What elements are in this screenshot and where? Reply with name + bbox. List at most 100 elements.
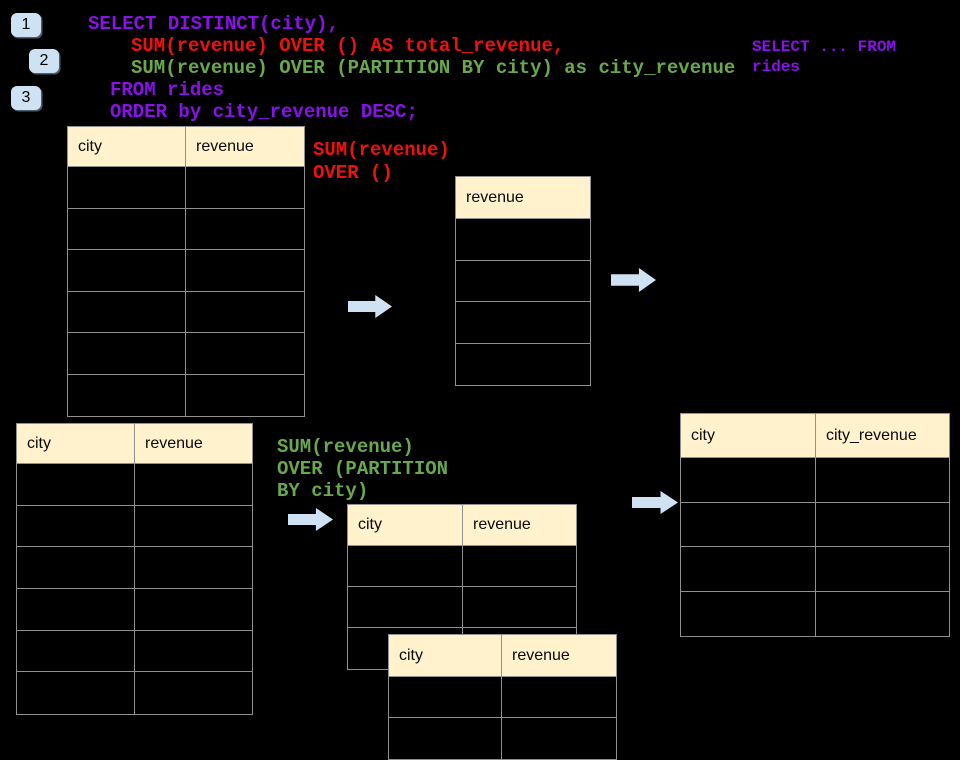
- flow-arrow-icon-top-2: [611, 268, 656, 292]
- step-badge-2: 2: [29, 49, 59, 73]
- empty-cell: [135, 672, 252, 715]
- empty-cell: [389, 677, 502, 718]
- column-header-city: city: [17, 424, 135, 464]
- empty-cell: [348, 546, 463, 587]
- column-header-revenue: revenue: [186, 127, 304, 167]
- table-row: [681, 458, 949, 503]
- empty-cell: [186, 374, 304, 416]
- table-row: [456, 302, 590, 344]
- empty-cell: [186, 208, 304, 250]
- table-row: [456, 343, 590, 385]
- empty-cell: [186, 167, 304, 209]
- empty-cell: [186, 250, 304, 292]
- table-row: [17, 589, 252, 631]
- empty-cell: [17, 672, 135, 715]
- partition-label-line-2: OVER (PARTITION: [277, 458, 449, 480]
- column-header-city_revenue: city_revenue: [816, 414, 949, 458]
- empty-cell: [456, 219, 590, 261]
- empty-cell: [502, 718, 616, 759]
- column-header-revenue: revenue: [456, 177, 590, 219]
- column-header-revenue: revenue: [463, 505, 576, 546]
- table-row: [348, 546, 576, 587]
- empty-cell: [348, 587, 463, 628]
- sql-line-order: ORDER by city_revenue DESC;: [110, 101, 418, 123]
- flow-arrow-icon-bottom-2: [632, 491, 678, 514]
- column-header-revenue: revenue: [502, 635, 616, 677]
- column-header-city: city: [681, 414, 816, 458]
- table-row: [456, 260, 590, 302]
- empty-cell: [456, 302, 590, 344]
- empty-cell: [681, 591, 816, 636]
- empty-cell: [456, 260, 590, 302]
- corner-note-line-1: SELECT ... FROM: [752, 38, 897, 56]
- table-row: [456, 219, 590, 261]
- empty-cell: [816, 458, 949, 503]
- empty-cell: [68, 291, 186, 333]
- empty-cell: [816, 591, 949, 636]
- table-row: [389, 718, 616, 759]
- empty-cell: [135, 589, 252, 631]
- empty-cell: [17, 547, 135, 590]
- table-row: [68, 250, 304, 292]
- step-badge-3: 3: [11, 86, 41, 110]
- table-total-revenue-result: revenue: [455, 176, 591, 386]
- flow-arrow-icon-bottom-1: [288, 508, 333, 531]
- sql-line-from: FROM rides: [110, 79, 225, 101]
- table-row: [17, 505, 252, 548]
- empty-cell: [68, 167, 186, 209]
- table-row: [68, 208, 304, 250]
- empty-cell: [816, 502, 949, 547]
- sql-line-select: SELECT DISTINCT(city),: [88, 13, 339, 35]
- table-row: [681, 591, 949, 636]
- empty-cell: [135, 630, 252, 673]
- flow-arrow-icon-top-1: [348, 295, 392, 318]
- corner-note-line-2: rides: [752, 58, 801, 76]
- column-header-city: city: [389, 635, 502, 677]
- empty-cell: [17, 630, 135, 673]
- empty-cell: [186, 291, 304, 333]
- table-row: [348, 587, 576, 628]
- empty-cell: [186, 333, 304, 375]
- sql-line-total: SUM(revenue) OVER () AS total_revenue,: [131, 35, 565, 57]
- sql-line-partition: SUM(revenue) OVER (PARTITION BY city) as…: [131, 57, 736, 79]
- partition-label-line-3: BY city): [277, 480, 369, 502]
- empty-cell: [135, 464, 252, 506]
- empty-cell: [68, 250, 186, 292]
- table-row: [17, 464, 252, 506]
- partition-label-line-1: SUM(revenue): [277, 436, 414, 458]
- table-row: [389, 677, 616, 718]
- empty-cell: [502, 677, 616, 718]
- table-row: [68, 167, 304, 209]
- table-row: [17, 630, 252, 673]
- table-row: [68, 374, 304, 416]
- empty-cell: [456, 343, 590, 385]
- empty-cell: [135, 505, 252, 548]
- total-revenue-label-line-2: OVER (): [313, 162, 393, 184]
- table-row: [68, 333, 304, 375]
- table-row: [68, 291, 304, 333]
- table-row: [17, 547, 252, 590]
- step-badge-1: 1: [11, 13, 41, 37]
- empty-cell: [463, 546, 576, 587]
- table-row: [681, 547, 949, 592]
- total-revenue-label-line-1: SUM(revenue): [313, 139, 450, 161]
- empty-cell: [389, 718, 502, 759]
- empty-cell: [68, 208, 186, 250]
- table-row: [17, 672, 252, 715]
- empty-cell: [463, 587, 576, 628]
- column-header-revenue: revenue: [135, 424, 252, 464]
- column-header-city: city: [68, 127, 186, 167]
- empty-cell: [68, 333, 186, 375]
- empty-cell: [681, 458, 816, 503]
- empty-cell: [681, 547, 816, 592]
- empty-cell: [135, 547, 252, 590]
- empty-cell: [816, 547, 949, 592]
- empty-cell: [68, 374, 186, 416]
- empty-cell: [17, 464, 135, 506]
- column-header-city: city: [348, 505, 463, 546]
